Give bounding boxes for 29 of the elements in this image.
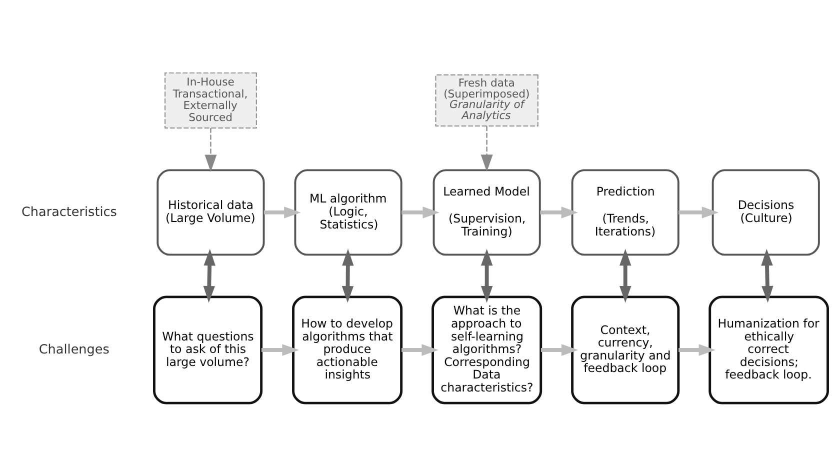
arrow bbox=[402, 206, 440, 218]
node-box: Humanization for ethically correct decisions; feedback loop. bbox=[708, 296, 829, 404]
node-box: What questions to ask of this large volume? bbox=[153, 296, 263, 404]
node-box: How to develop algorithms that produce actionable insights bbox=[292, 296, 403, 404]
arrow bbox=[261, 344, 299, 356]
node-box: ML algorithm (Logic, Statistics) bbox=[294, 169, 402, 256]
node-box: Historical data (Large Volume) bbox=[156, 169, 265, 256]
arrow bbox=[761, 248, 774, 303]
arrow bbox=[342, 248, 354, 303]
arrow bbox=[264, 206, 301, 218]
arrow bbox=[203, 248, 216, 303]
arrow bbox=[204, 128, 217, 172]
node-box: Fresh data (Superimposed) Granularity of Analytics bbox=[435, 74, 538, 126]
node-box: Context, currency, granularity and feedback loop bbox=[571, 296, 680, 404]
arrow bbox=[540, 206, 578, 218]
node-box: Decisions (Culture) bbox=[712, 169, 820, 256]
arrow bbox=[678, 344, 716, 356]
node-box: What is the approach to self-learning algorithms? Corresponding Data characteristics? bbox=[432, 296, 542, 404]
arrow bbox=[402, 344, 438, 356]
label: Challenges bbox=[38, 342, 110, 358]
arrow bbox=[480, 126, 493, 172]
arrow bbox=[540, 344, 578, 356]
label: Characteristics bbox=[22, 204, 117, 220]
arrow bbox=[620, 248, 632, 303]
node-box: In-House Transactional, Externally Sourced bbox=[164, 72, 257, 128]
node-box: Prediction (Trends, Iterations) bbox=[571, 169, 680, 256]
node-box: Learned Model (Supervision, Training) bbox=[432, 169, 541, 256]
arrow bbox=[480, 248, 493, 303]
arrow bbox=[678, 206, 719, 218]
